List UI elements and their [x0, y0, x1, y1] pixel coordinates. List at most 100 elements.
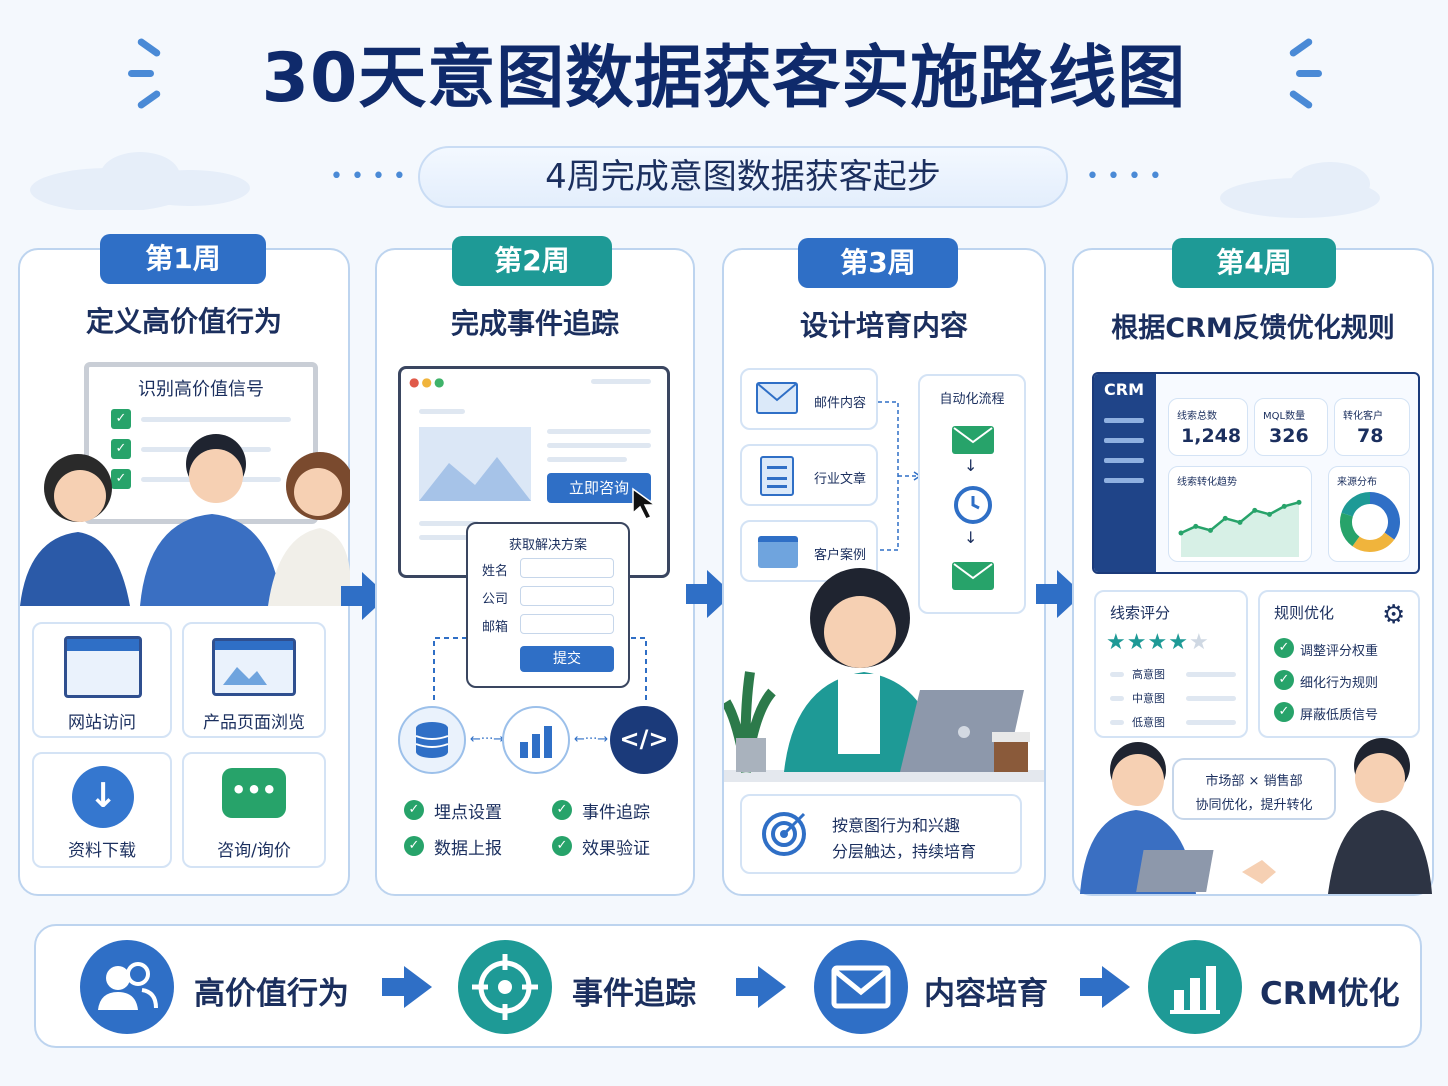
content-label: 邮件内容 [814, 396, 867, 411]
dotted-arrow: ←···→ [574, 732, 609, 747]
donut-slice [1341, 492, 1371, 517]
level-label: 低意图 [1132, 716, 1165, 729]
line [419, 535, 469, 540]
trend-point [1296, 499, 1302, 505]
dots-icon: •••• [1086, 164, 1170, 189]
rules-title: 规则优化 [1274, 604, 1335, 622]
tile-download: ↓ 资料下载 [32, 752, 172, 868]
connector-lines [878, 398, 922, 558]
donut-slice [1352, 532, 1395, 552]
image-page-icon [212, 638, 296, 696]
rating-stars: ★★★★★ [1106, 630, 1210, 655]
metric-card: MQL数量 326 [1254, 398, 1328, 456]
trend-point [1222, 515, 1228, 521]
check-label: 效果验证 [582, 839, 650, 859]
gear-icon: ⚙ [1382, 600, 1406, 630]
timer-icon [954, 486, 992, 524]
content-case: 客户案例 [740, 520, 878, 582]
users-icon [80, 940, 174, 1034]
image-placeholder [419, 427, 531, 501]
content-label: 行业文章 [814, 472, 867, 487]
arrow-icon [404, 966, 432, 1008]
chat-icon: ••• [222, 768, 286, 818]
check-label: 数据上报 [434, 839, 502, 859]
star-icon: ★ [1126, 630, 1148, 655]
company-input[interactable] [520, 586, 614, 606]
content-article: 行业文章 [740, 444, 878, 506]
speech-line: 市场部 × 销售部 [1205, 774, 1303, 789]
document-icon [760, 456, 794, 496]
check-icon: ✓ [111, 439, 131, 459]
week2-badge: 第2周 [452, 236, 612, 286]
trend-card: 线索转化趋势 [1168, 466, 1312, 562]
subtitle-pill: 4周完成意图数据获客起步 [418, 146, 1068, 208]
metric-card: 线索总数 1,248 [1168, 398, 1248, 456]
check-icon: ✓ [111, 409, 131, 429]
line [1110, 672, 1124, 677]
check-icon: ✓ [1274, 638, 1294, 658]
check-label: 事件追踪 [582, 803, 650, 823]
speech-line: 协同优化，提升转化 [1195, 798, 1313, 813]
arrow-icon [736, 978, 758, 996]
metric-card: 转化客户 78 [1334, 398, 1410, 456]
step-label: CRM优化 [1260, 976, 1400, 1012]
check-label: 埋点设置 [434, 803, 502, 823]
star-icon: ★ [1147, 630, 1169, 655]
trend-area [1181, 502, 1299, 557]
submit-button[interactable]: 提交 [520, 646, 614, 672]
line [547, 443, 651, 448]
lead-scoring-card: 线索评分 ★★★★★ 高意图 中意图 低意图 [1094, 590, 1248, 738]
rule-item: 屏蔽低质信号 [1300, 708, 1379, 723]
arrow-icon [1102, 966, 1130, 1008]
metric-value: 1,248 [1181, 425, 1242, 447]
check-icon: ✓ [552, 800, 572, 820]
code-icon: </> [610, 706, 678, 774]
crm-label: CRM [1104, 380, 1144, 399]
email-input[interactable] [520, 614, 614, 634]
envelope-icon [952, 562, 994, 590]
note-line: 按意图行为和兴趣 [832, 816, 961, 835]
week4-badge: 第4周 [1172, 238, 1336, 288]
down-arrow-icon: ↓ [964, 528, 978, 547]
browser-dots: ●●● [409, 375, 447, 389]
line [419, 409, 465, 414]
week1-badge: 第1周 [100, 234, 266, 284]
page-title: 30天意图数据获客实施路线图 [261, 39, 1187, 118]
crm-dashboard: CRM 线索总数 1,248 MQL数量 326 转化客户 78 线索转化趋势 … [1092, 372, 1420, 574]
check-icon: ✓ [404, 800, 424, 820]
content-email: 邮件内容 [740, 368, 878, 430]
step-label: 高价值行为 [194, 976, 349, 1012]
line [419, 521, 479, 526]
database-icon [398, 706, 466, 774]
star-icon: ★ [1188, 630, 1210, 655]
line [1186, 672, 1236, 677]
note-line: 分层触达，持续培育 [832, 842, 977, 861]
nurture-note: 按意图行为和兴趣 分层触达，持续培育 [740, 794, 1022, 874]
trend-point [1178, 530, 1184, 536]
level-label: 高意图 [1132, 668, 1165, 681]
envelope-icon [756, 382, 798, 414]
connector-lines [420, 630, 660, 710]
down-arrow-icon: ↓ [964, 456, 978, 475]
metric-label: 线索总数 [1177, 411, 1217, 422]
name-input[interactable] [520, 558, 614, 578]
rule-optimize-card: 规则优化 ⚙ ✓ 调整评分权重 ✓ 细化行为规则 ✓ 屏蔽低质信号 [1258, 590, 1420, 738]
lead-form: 获取解决方案 姓名 公司 邮箱 提交 [466, 522, 630, 688]
cursor-icon [631, 487, 661, 525]
target-icon [458, 940, 552, 1034]
donut-slice [1340, 512, 1360, 547]
step-label: 事件追踪 [572, 976, 696, 1012]
arrow-icon [341, 586, 363, 606]
teamwork-illustration [1076, 734, 1432, 894]
tile-label: 产品页面浏览 [203, 713, 305, 733]
flow-title: 自动化流程 [939, 392, 1005, 407]
tile-label: 资料下载 [68, 841, 136, 861]
line [547, 429, 651, 434]
cta-button[interactable]: 立即咨询 [547, 473, 651, 503]
level-label: 中意图 [1132, 692, 1165, 705]
line [1110, 720, 1124, 725]
team-illustration [20, 430, 354, 606]
star-icon: ★ [1106, 630, 1127, 655]
check-icon: ✓ [404, 836, 424, 856]
envelope-icon [952, 426, 994, 454]
